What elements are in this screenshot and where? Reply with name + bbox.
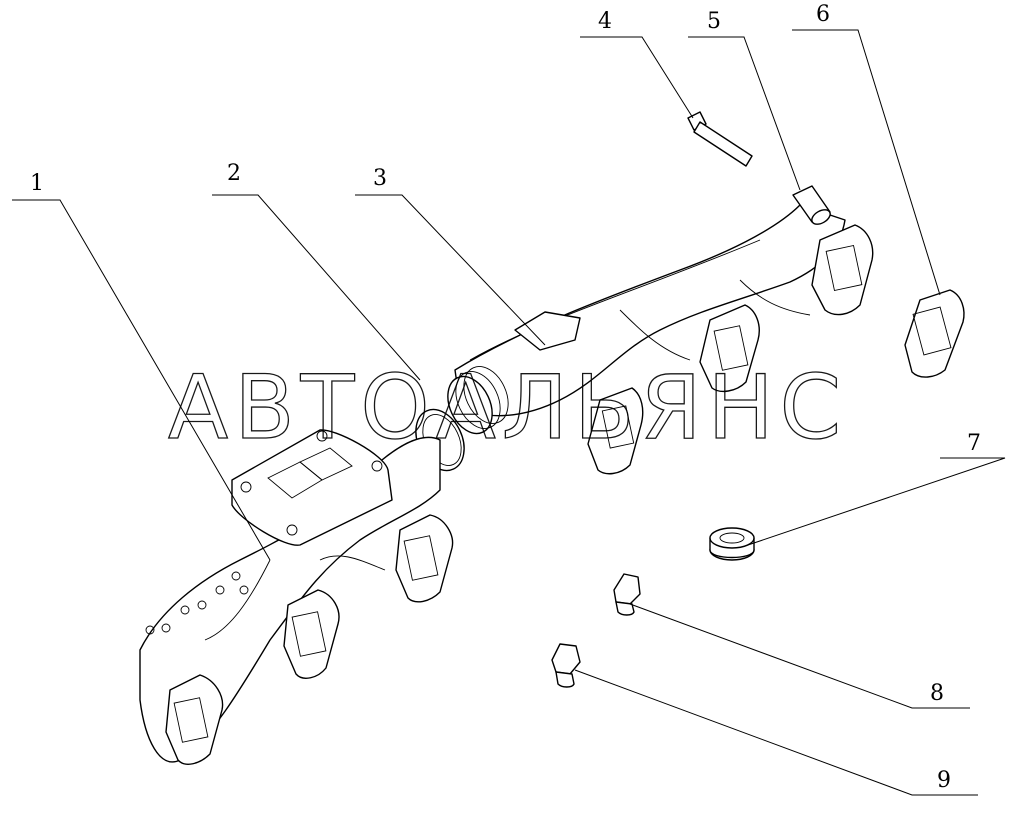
watermark-text: АВТОАЛЬЯНС [168, 356, 847, 459]
callout-4: 4 [598, 9, 612, 34]
callout-7: 7 [967, 431, 981, 456]
spacer-sleeve [792, 185, 831, 225]
callout-3: 3 [373, 166, 387, 191]
rear-manifold-section [447, 204, 874, 475]
screw-plug-9 [551, 643, 581, 688]
callout-2: 2 [227, 161, 241, 186]
callout-9: 9 [937, 768, 951, 793]
gasket [904, 289, 965, 378]
front-manifold-section [139, 429, 454, 765]
bolt [687, 111, 753, 167]
callout-5: 5 [707, 9, 721, 34]
leader-lines [12, 29, 1006, 796]
callout-6: 6 [816, 2, 830, 27]
callout-1: 1 [30, 171, 44, 196]
callout-labels: 1 2 3 4 5 6 7 8 9 [30, 2, 981, 793]
cap-plug [709, 527, 755, 561]
callout-8: 8 [930, 681, 944, 706]
screw-plug-8 [613, 573, 641, 616]
